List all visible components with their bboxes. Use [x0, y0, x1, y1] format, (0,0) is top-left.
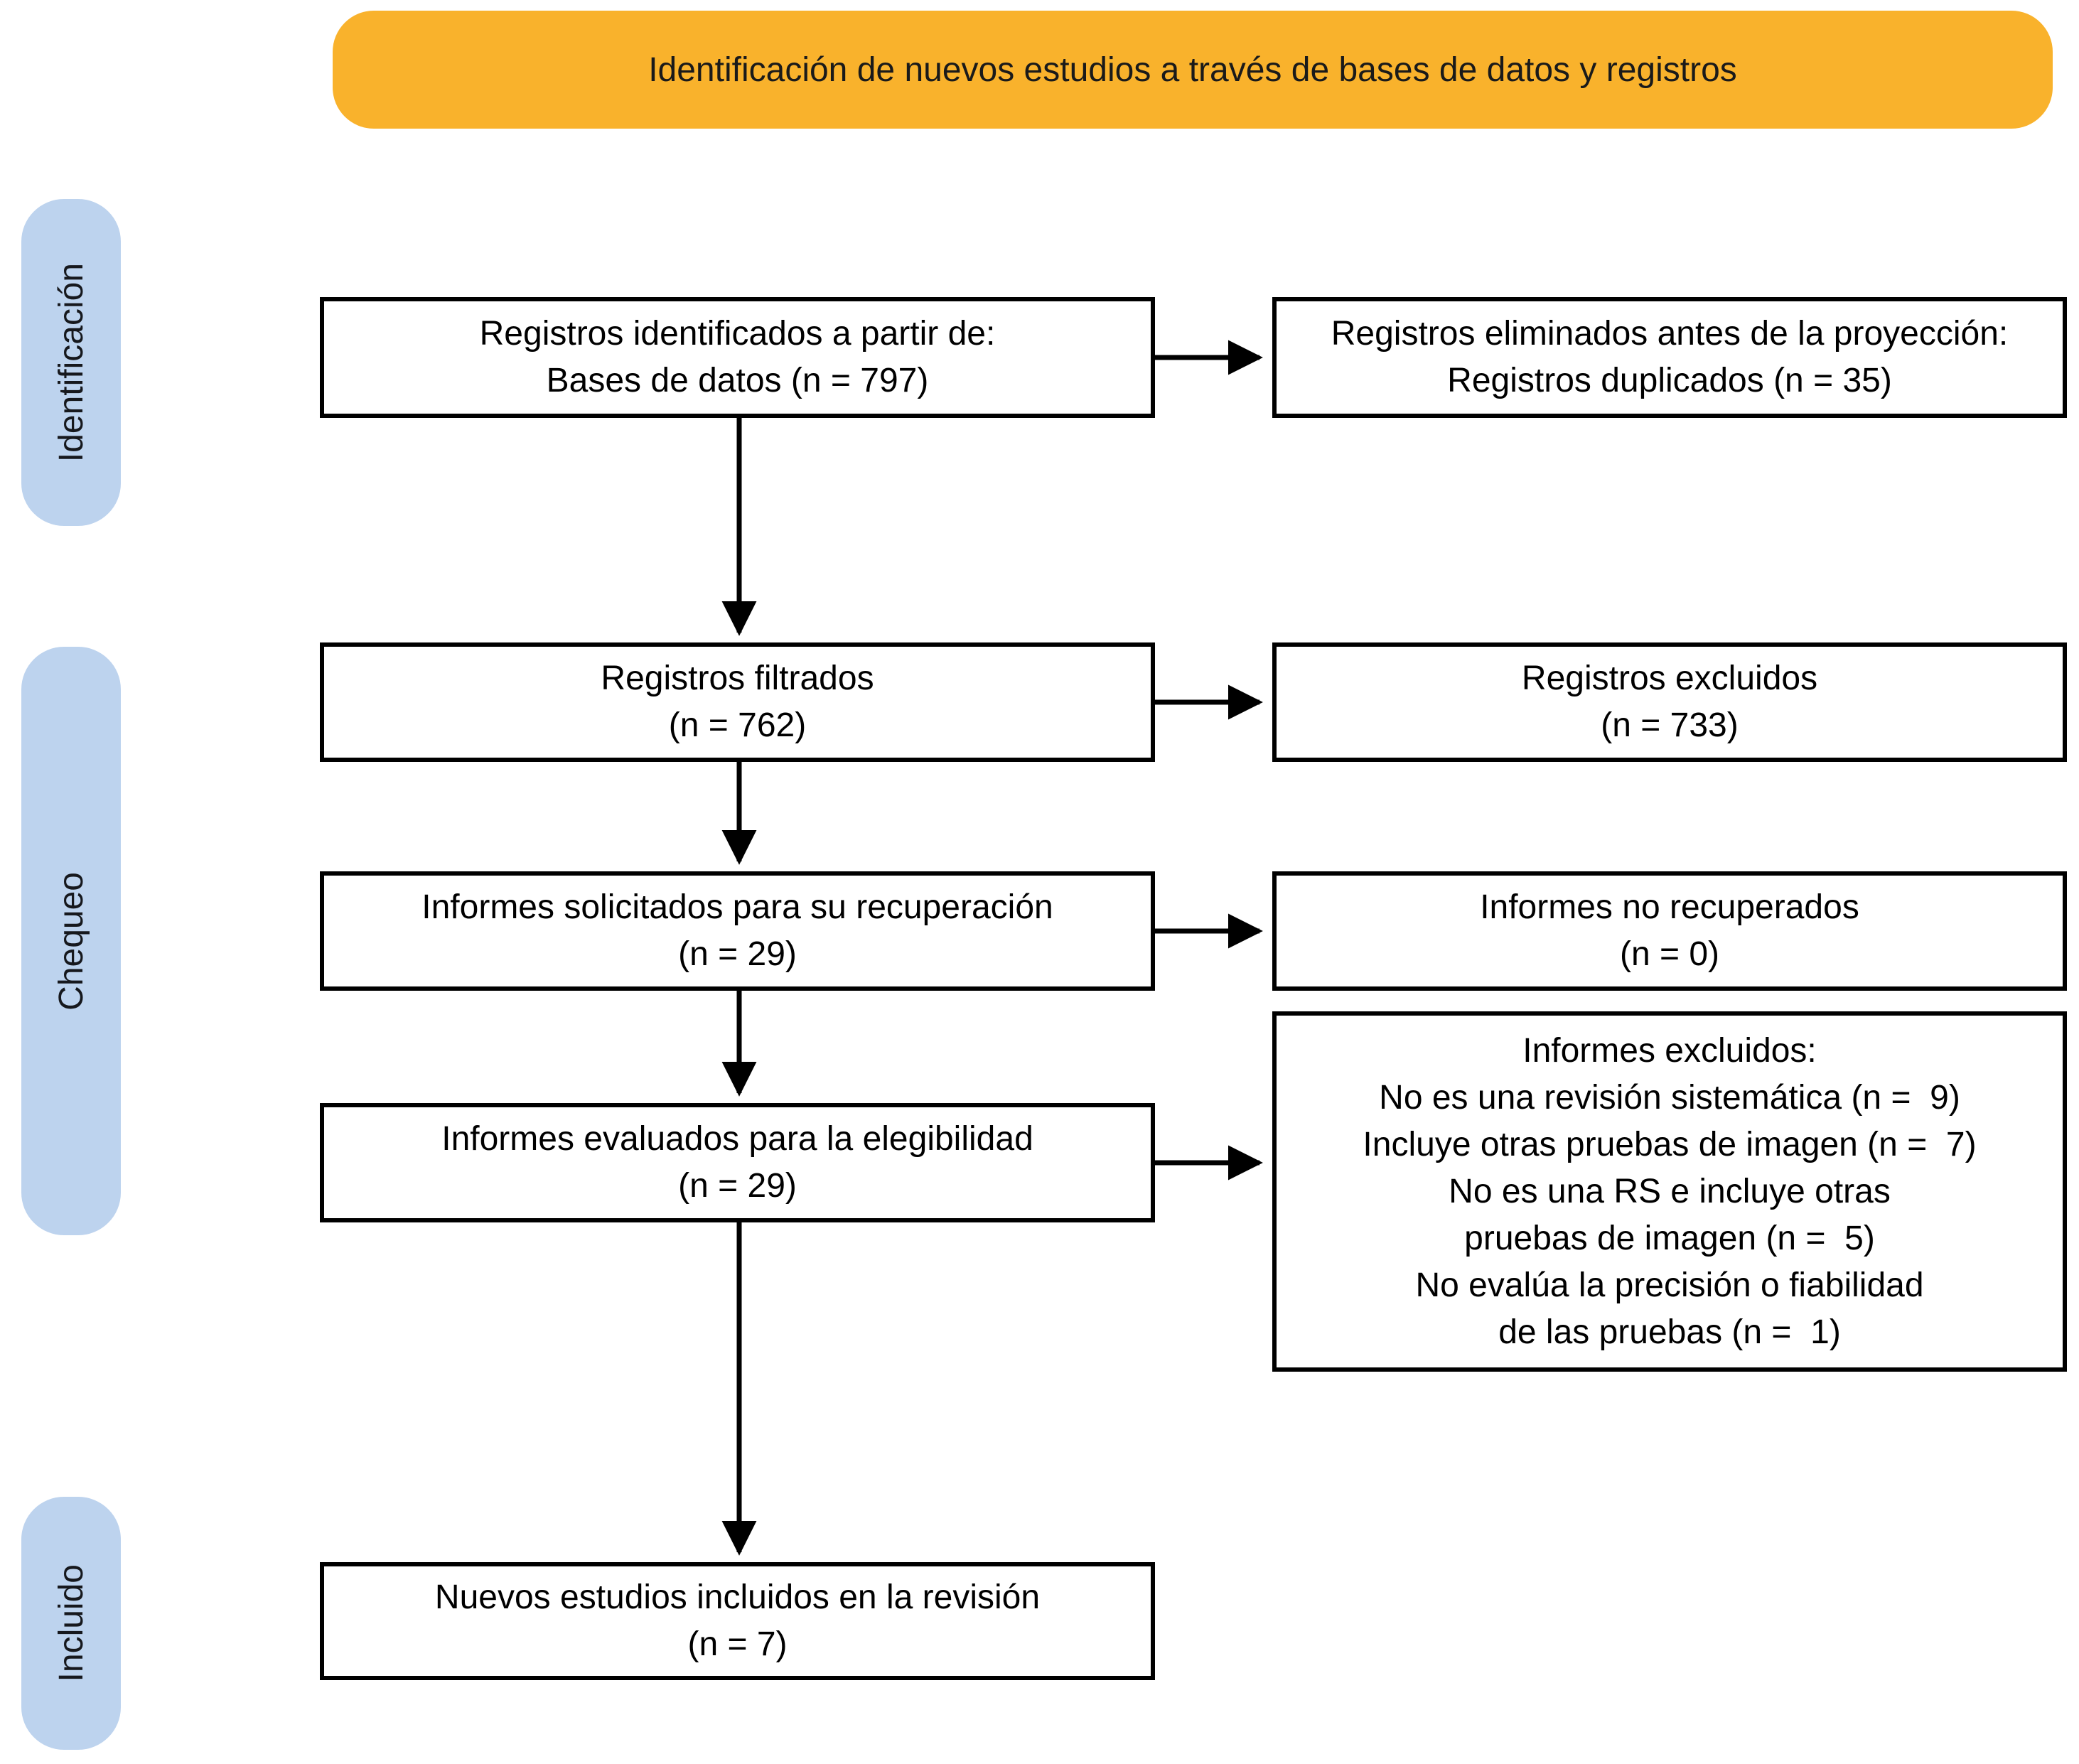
box-reports-not-retrieved: Informes no recuperados (n = 0) [1272, 871, 2067, 991]
stage-label-identification: Identificación [21, 199, 121, 526]
box-reports-assessed-text: Informes evaluados para la elegibilidad … [441, 1120, 1033, 1205]
box-records-excluded: Registros excluidos (n = 733) [1272, 642, 2067, 762]
box-records-excluded-text: Registros excluidos (n = 733) [1521, 660, 1818, 744]
stage-label-included-text: Incluido [52, 1564, 90, 1682]
box-reports-not-retrieved-text: Informes no recuperados (n = 0) [1480, 888, 1859, 973]
banner-title-text: Identificación de nuevos estudios a trav… [648, 50, 1737, 89]
box-records-removed: Registros eliminados antes de la proyecc… [1272, 297, 2067, 418]
box-studies-included-text: Nuevos estudios incluidos en la revisión… [434, 1579, 1041, 1663]
box-records-screened-text: Registros filtrados (n = 762) [601, 660, 874, 744]
stage-label-screening-text: Chequeo [52, 871, 90, 1011]
banner-title: Identificación de nuevos estudios a trav… [333, 11, 2053, 129]
box-studies-included: Nuevos estudios incluidos en la revisión… [320, 1562, 1155, 1680]
stage-label-screening: Chequeo [21, 647, 121, 1235]
box-reports-sought: Informes solicitados para su recuperació… [320, 871, 1155, 991]
box-records-removed-text: Registros eliminados antes de la proyecc… [1331, 315, 2009, 399]
box-records-identified: Registros identificados a partir de: Bas… [320, 297, 1155, 418]
box-reports-excluded: Informes excluidos: No es una revisión s… [1272, 1011, 2067, 1372]
box-reports-assessed: Informes evaluados para la elegibilidad … [320, 1103, 1155, 1222]
box-reports-excluded-text: Informes excluidos: No es una revisión s… [1363, 1031, 1977, 1351]
box-reports-sought-text: Informes solicitados para su recuperació… [421, 888, 1053, 973]
box-records-identified-text: Registros identificados a partir de: Bas… [479, 315, 996, 399]
stage-label-identification-text: Identificación [52, 262, 90, 463]
stage-label-included: Incluido [21, 1497, 121, 1750]
box-records-screened: Registros filtrados (n = 762) [320, 642, 1155, 762]
